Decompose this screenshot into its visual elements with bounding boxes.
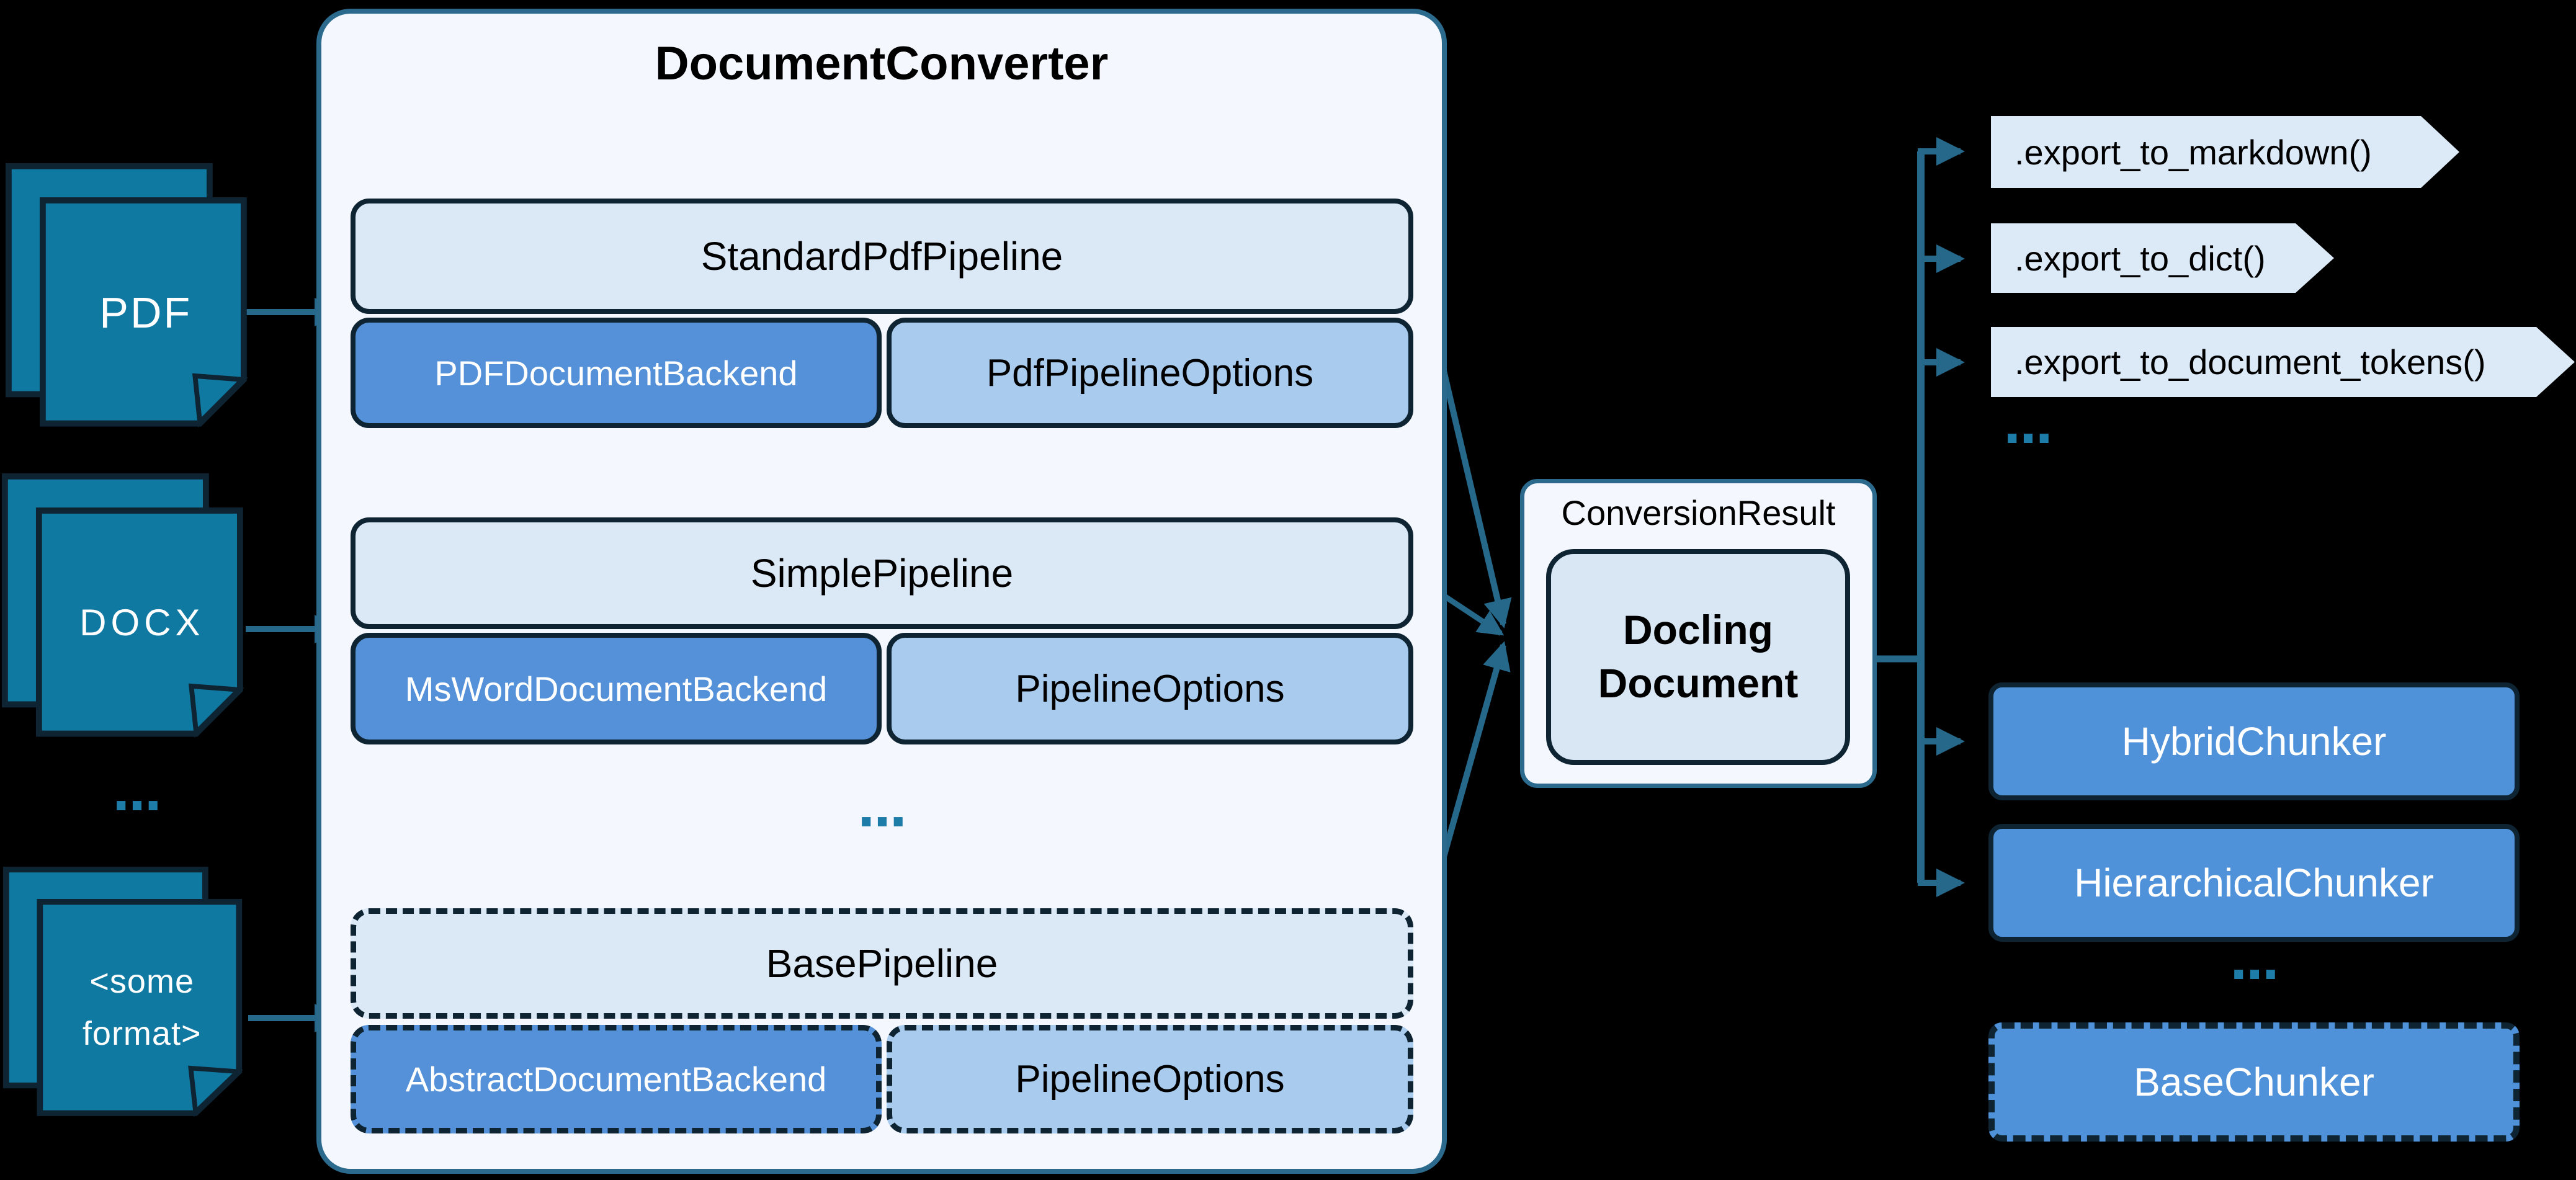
- stacked-documents-icon: [1, 473, 244, 738]
- export-to-document-tokens-chevron: .export_to_document_tokens(): [1991, 327, 2575, 397]
- input-label-some-format: <some format>: [42, 903, 241, 1113]
- exports-ellipsis: ...: [2003, 387, 2052, 457]
- some-format-line2: format>: [82, 1014, 202, 1052]
- input-doc-docx: DOCX: [1, 473, 269, 753]
- stacked-documents-icon: [5, 163, 248, 428]
- some-format-line1: <some: [89, 963, 194, 1001]
- export-to-dict-chevron: .export_to_dict(): [1991, 223, 2334, 293]
- simple-pipeline-box: SimplePipeline: [351, 517, 1413, 629]
- converter-ellipsis: ...: [857, 771, 906, 840]
- docling-document-box: Docling Document: [1546, 549, 1850, 765]
- abstract-document-backend-box: AbstractDocumentBackend: [351, 1025, 882, 1133]
- chunkers-ellipsis: ...: [2230, 923, 2279, 993]
- conversion-result-title: ConversionResult: [1561, 493, 1836, 532]
- stacked-documents-icon: [2, 866, 244, 1117]
- hybrid-chunker-box: HybridChunker: [1988, 682, 2520, 800]
- base-chunker-box: BaseChunker: [1988, 1022, 2520, 1142]
- base-pipeline-options-box: PipelineOptions: [887, 1025, 1413, 1133]
- pdf-pipeline-options-box: PdfPipelineOptions: [887, 318, 1413, 428]
- docling-document-line1: Docling: [1623, 607, 1773, 653]
- inputs-ellipsis: ...: [112, 754, 161, 824]
- hierarchical-chunker-box: HierarchicalChunker: [1988, 824, 2520, 942]
- export-to-markdown-chevron: .export_to_markdown(): [1991, 116, 2459, 188]
- input-doc-some-format: <some format>: [2, 866, 268, 1132]
- pdf-document-backend-box: PDFDocumentBackend: [351, 318, 882, 428]
- standard-pdf-pipeline-box: StandardPdfPipeline: [351, 199, 1413, 314]
- document-converter-title: DocumentConverter: [655, 37, 1109, 90]
- input-label-docx: DOCX: [79, 602, 205, 644]
- msword-document-backend-box: MsWordDocumentBackend: [351, 633, 882, 744]
- base-pipeline-box: BasePipeline: [351, 908, 1413, 1019]
- pipeline-options-box: PipelineOptions: [887, 633, 1413, 744]
- input-label-pdf: PDF: [99, 288, 192, 337]
- docling-document-line2: Document: [1598, 660, 1799, 706]
- input-doc-pdf: PDF: [5, 163, 273, 443]
